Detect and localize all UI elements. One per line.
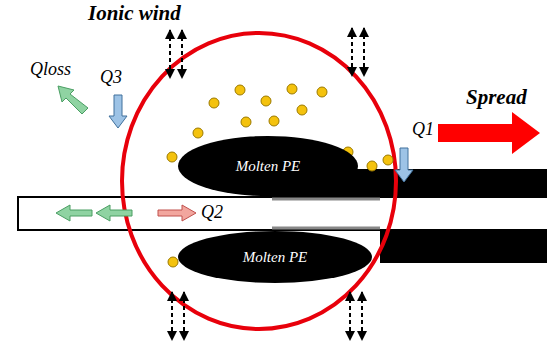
lower-bar xyxy=(380,230,547,263)
particle xyxy=(241,117,251,127)
ionic-wind-arrows xyxy=(170,28,364,340)
particle xyxy=(317,87,327,97)
particle xyxy=(167,152,177,162)
conduction-arrow xyxy=(158,205,196,221)
loss-arrow xyxy=(56,205,92,221)
particle xyxy=(261,96,271,106)
node-label: Molten PE xyxy=(243,249,308,266)
particle xyxy=(235,85,245,95)
particle xyxy=(287,84,297,94)
heat-loss-label: Qloss xyxy=(30,60,71,80)
heat-arrow xyxy=(109,95,127,128)
spread-label: Spread xyxy=(466,86,527,109)
spread-arrow xyxy=(438,112,540,154)
wire xyxy=(18,197,547,230)
molten-pe: Molten PE xyxy=(178,231,372,283)
molten-pe: Molten PE xyxy=(178,136,358,196)
particle xyxy=(367,161,377,171)
red-circle xyxy=(122,33,396,329)
particle xyxy=(383,155,393,165)
particle xyxy=(209,98,219,108)
loss-arrow xyxy=(96,205,132,221)
particle xyxy=(193,128,203,138)
loss-arrow xyxy=(58,86,88,114)
particle xyxy=(269,116,279,126)
grey-gap xyxy=(272,227,380,230)
heat-label: Q3 xyxy=(100,68,122,88)
heat-label: Q1 xyxy=(412,120,434,140)
heat-label: Q2 xyxy=(201,203,223,223)
heat-arrow xyxy=(395,148,413,182)
particle xyxy=(168,257,178,267)
ionic-wind-label: Ionic wind xyxy=(88,2,181,25)
particle xyxy=(297,105,307,115)
node-label: Molten PE xyxy=(236,158,301,175)
grey-gap xyxy=(272,198,380,201)
